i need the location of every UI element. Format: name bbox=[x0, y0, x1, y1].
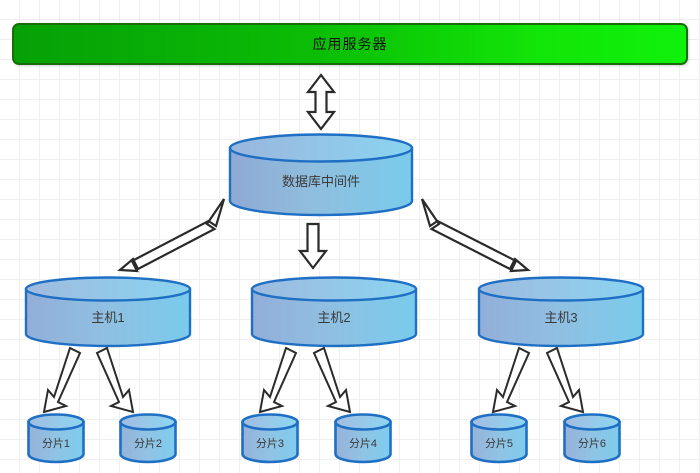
connector-appserver-middleware bbox=[305, 73, 337, 131]
host-node-3[interactable]: 主机3 bbox=[477, 276, 645, 348]
shard-node-6[interactable]: 分片6 bbox=[562, 413, 622, 464]
connector-middleware-host1 bbox=[116, 196, 228, 274]
shard-node-5[interactable]: 分片5 bbox=[469, 413, 529, 464]
connector-host3-shard6 bbox=[543, 345, 587, 415]
shard-node-1[interactable]: 分片1 bbox=[26, 413, 86, 464]
host-node-1[interactable]: 主机1 bbox=[24, 276, 192, 348]
connector-host1-shard2 bbox=[93, 345, 137, 415]
host-node-2[interactable]: 主机2 bbox=[250, 276, 418, 348]
shard-node-4[interactable]: 分片4 bbox=[333, 413, 393, 464]
connector-host1-shard1 bbox=[40, 345, 84, 415]
connector-host2-shard3 bbox=[256, 345, 300, 415]
connector-host2-shard4 bbox=[310, 345, 354, 415]
app-server-node[interactable]: 应用服务器 bbox=[12, 23, 688, 65]
connector-middleware-host2 bbox=[297, 222, 329, 270]
middleware-node[interactable]: 数据库中间件 bbox=[228, 133, 414, 217]
shard-node-2[interactable]: 分片2 bbox=[118, 413, 178, 464]
app-server-label: 应用服务器 bbox=[312, 36, 388, 52]
shard-node-3[interactable]: 分片3 bbox=[240, 413, 300, 464]
connector-host3-shard5 bbox=[489, 345, 533, 415]
connector-middleware-host3 bbox=[418, 196, 536, 274]
